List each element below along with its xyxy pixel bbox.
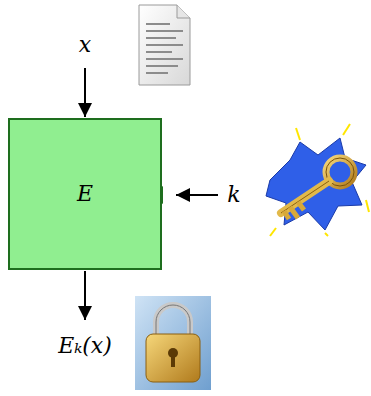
signal-label: x [79,32,91,58]
signal-label: Eₖ(x) [58,333,112,359]
document-icon [139,5,190,85]
output-arrow [84,271,86,320]
signal-label: k [227,182,240,208]
key-icon [266,124,369,236]
input-arrow [84,68,86,117]
box-label: E [77,181,93,207]
padlock-icon [135,296,211,390]
cipher-box: E [8,118,162,270]
key-arrow [176,194,218,196]
